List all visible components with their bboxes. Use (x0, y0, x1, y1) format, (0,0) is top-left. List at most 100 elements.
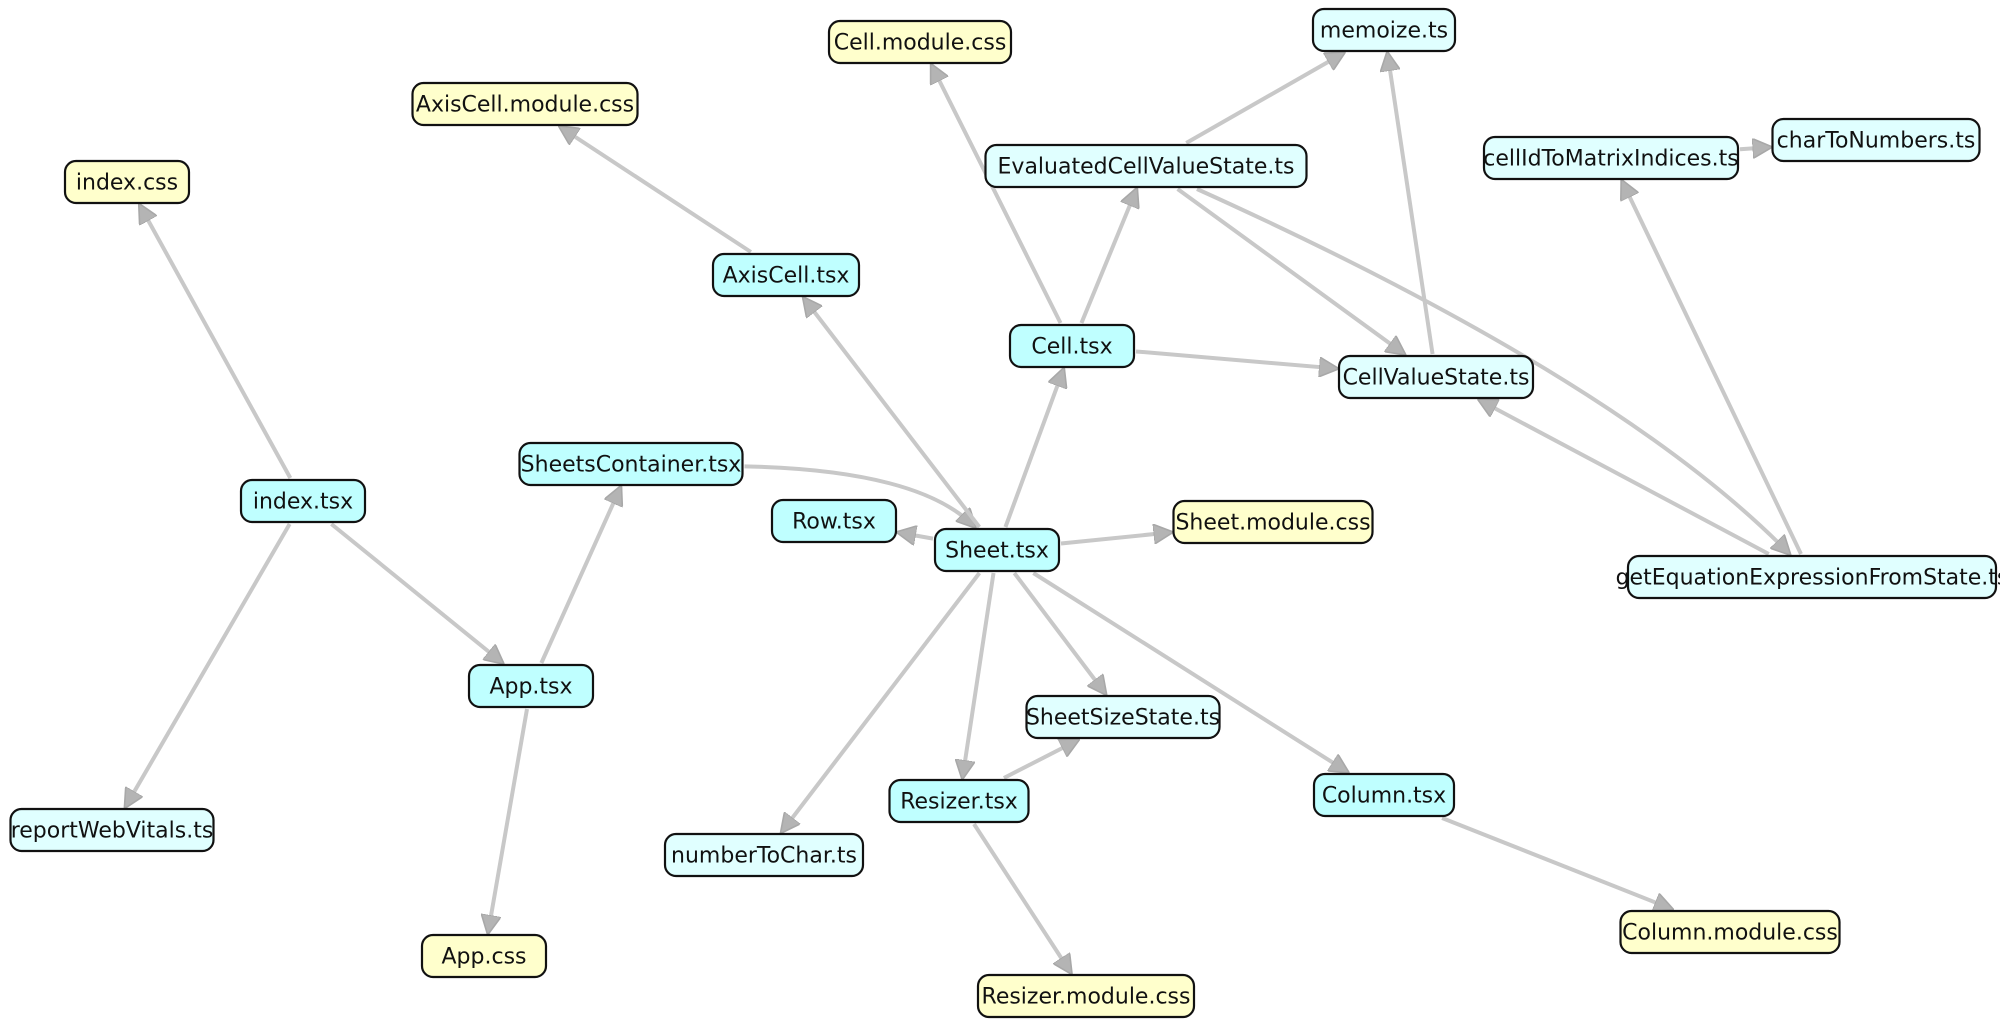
node-label: numberToChar.ts (671, 844, 857, 869)
edge-cell-to-cellvalue (1135, 349, 1337, 368)
node-chartonum: charToNumbers.ts (1771, 117, 1981, 163)
node-index_css: index.css (63, 159, 191, 205)
node-cell_css: Cell.module.css (827, 19, 1013, 65)
node-label: memoize.ts (1320, 19, 1448, 44)
node-label: getEquationExpressionFromState.ts (1616, 566, 2000, 591)
node-box (1025, 694, 1221, 740)
node-box (1311, 7, 1457, 53)
node-sheet: Sheet.tsx (933, 527, 1061, 573)
node-label: SheetSizeState.ts (1026, 706, 1220, 731)
node-label: Sheet.tsx (945, 539, 1049, 564)
node-label: CellValueState.ts (1343, 366, 1530, 391)
node-box (1172, 499, 1374, 545)
node-axiscell: AxisCell.tsx (711, 252, 861, 298)
edge-app-to-app_css (488, 708, 529, 933)
node-box (1008, 323, 1136, 369)
edge-evaluated-to-cellvalue (1176, 187, 1405, 354)
node-box (976, 973, 1196, 1019)
node-label: AxisCell.tsx (723, 264, 850, 289)
node-cell: Cell.tsx (1008, 323, 1136, 369)
edge-sheet-to-axiscell (804, 298, 981, 529)
edge-sheet-to-column (1032, 571, 1347, 772)
node-box (1482, 135, 1740, 181)
edge-column-to-column_css (1441, 816, 1672, 909)
node-label: reportWebVitals.ts (11, 819, 214, 844)
edge-sheet-to-sheet_css (1060, 532, 1172, 546)
node-box (1771, 117, 1981, 163)
node-label: SheetsContainer.tsx (521, 453, 742, 478)
node-memoize: memoize.ts (1311, 7, 1457, 53)
node-box (711, 252, 861, 298)
node-cellid: cellIdToMatrixIndices.ts (1482, 135, 1740, 181)
node-label: Sheet.module.css (1175, 511, 1370, 536)
node-label: Resizer.module.css (982, 985, 1191, 1010)
edge-getequation-to-cellvalue (1479, 400, 1770, 556)
node-label: Cell.module.css (834, 31, 1007, 56)
node-box (1619, 909, 1841, 955)
edge-cell-to-evaluated (1079, 189, 1136, 324)
nodes-layer: index.css AxisCell.module.css Cell.module.… (9, 7, 2000, 1019)
node-cellvalue: CellValueState.ts (1337, 354, 1535, 400)
node-box (827, 19, 1013, 65)
node-box (518, 441, 744, 487)
node-box (770, 498, 898, 544)
edge-sheet-to-sheetsize (1012, 571, 1105, 694)
node-label: Column.tsx (1322, 784, 1446, 809)
node-label: cellIdToMatrixIndices.ts (1483, 147, 1738, 172)
node-row: Row.tsx (770, 498, 898, 544)
edge-axiscell-to-axiscell_css (560, 127, 752, 254)
node-label: index.css (76, 171, 178, 196)
node-label: AxisCell.module.css (416, 93, 634, 118)
node-sheetsize: SheetSizeState.ts (1025, 694, 1221, 740)
node-column_css: Column.module.css (1619, 909, 1841, 955)
node-box (1312, 772, 1456, 818)
edge-resizer-to-sheetsize (1002, 738, 1078, 780)
edge-app-to-sheetscontainer (539, 487, 620, 664)
node-box (239, 478, 367, 524)
node-box (420, 933, 548, 979)
node-sheetscontainer: SheetsContainer.tsx (518, 441, 744, 487)
edge-resizer-to-resizer_css (972, 822, 1071, 973)
edge-evaluated-to-memoize (1185, 53, 1344, 145)
node-box (933, 527, 1061, 573)
edges-layer (125, 53, 1803, 973)
node-getequation: getEquationExpressionFromState.ts (1616, 554, 2000, 600)
node-resizer: Resizer.tsx (888, 778, 1030, 824)
edge-sheet-to-numbertochar (782, 571, 982, 832)
node-box (888, 778, 1030, 824)
edge-index_tsx-to-index_css (140, 205, 293, 479)
edge-cell-to-cell_css (929, 65, 1063, 324)
node-index_tsx: index.tsx (239, 478, 367, 524)
edge-index_tsx-to-app (330, 522, 502, 663)
edge-sheet-to-cell (1003, 369, 1063, 528)
node-evaluated: EvaluatedCellValueState.ts (984, 143, 1308, 189)
node-box (467, 663, 595, 709)
node-box (9, 807, 215, 853)
node-label: Row.tsx (792, 510, 876, 535)
edge-evaluated-to-getequation (1196, 187, 1790, 554)
node-box (1626, 554, 1998, 600)
edge-index_tsx-to-reportweb (125, 522, 292, 807)
node-box (411, 81, 639, 127)
node-app_css: App.css (420, 933, 548, 979)
edge-getequation-to-cellid (1622, 181, 1803, 555)
node-app: App.tsx (467, 663, 595, 709)
node-axiscell_css: AxisCell.module.css (411, 81, 639, 127)
node-column: Column.tsx (1312, 772, 1456, 818)
edge-cellid-to-chartonum (1739, 147, 1771, 149)
node-label: Resizer.tsx (900, 790, 1018, 815)
edge-cellvalue-to-memoize (1387, 53, 1435, 355)
node-label: App.tsx (489, 675, 572, 700)
node-label: charToNumbers.ts (1777, 129, 1976, 154)
node-sheet_css: Sheet.module.css (1172, 499, 1374, 545)
node-label: index.tsx (253, 490, 353, 515)
node-numbertochar: numberToChar.ts (663, 832, 865, 878)
node-box (1337, 354, 1535, 400)
node-reportweb: reportWebVitals.ts (9, 807, 215, 853)
node-label: App.css (442, 945, 527, 970)
node-resizer_css: Resizer.module.css (976, 973, 1196, 1019)
node-box (984, 143, 1308, 189)
node-label: Cell.tsx (1031, 335, 1112, 360)
node-label: EvaluatedCellValueState.ts (998, 155, 1295, 180)
